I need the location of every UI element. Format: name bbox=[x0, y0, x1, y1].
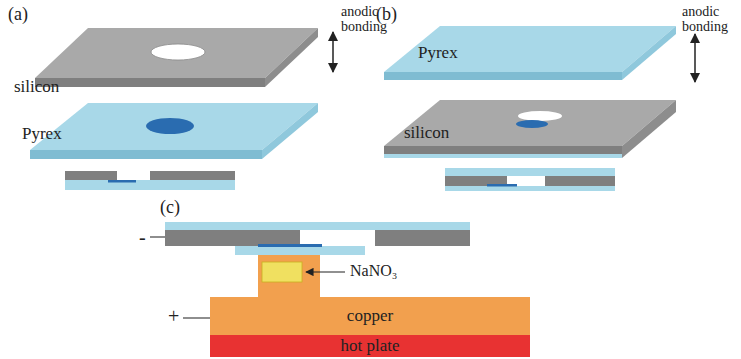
salt-label: NaNO₃ bbox=[350, 262, 397, 280]
bonding-arrow bbox=[332, 32, 334, 72]
polarity-sign: - bbox=[139, 226, 146, 248]
nano3-salt bbox=[262, 262, 302, 282]
polarity-sign: + bbox=[168, 305, 179, 327]
panel-label: (c) bbox=[160, 198, 180, 218]
pyrex-plate bbox=[384, 26, 676, 80]
wire bbox=[150, 236, 165, 237]
silicon-plate bbox=[35, 28, 318, 87]
copper-column bbox=[258, 255, 320, 299]
process-label: anodic bonding bbox=[682, 4, 740, 35]
node-label: copper bbox=[347, 307, 393, 325]
layer-label: Pyrex bbox=[22, 125, 62, 144]
panel-label: (a) bbox=[8, 5, 28, 25]
layer-label: silicon bbox=[14, 78, 59, 97]
cross-section-b bbox=[445, 168, 615, 191]
leader-line bbox=[306, 271, 345, 272]
cross-section-a bbox=[65, 171, 235, 190]
silicon-plate bbox=[384, 100, 676, 158]
panel-label: (b) bbox=[376, 5, 397, 25]
pyrex-plate bbox=[30, 103, 318, 159]
layer-label: Pyrex bbox=[418, 44, 458, 63]
node-label: hot plate bbox=[340, 337, 399, 355]
wire bbox=[183, 317, 210, 318]
hot-plate: hot plate bbox=[210, 335, 530, 357]
cross-section-c bbox=[165, 222, 470, 255]
layer-label: silicon bbox=[404, 124, 449, 143]
copper-base: copper bbox=[210, 297, 530, 335]
bonding-arrow bbox=[694, 34, 696, 82]
